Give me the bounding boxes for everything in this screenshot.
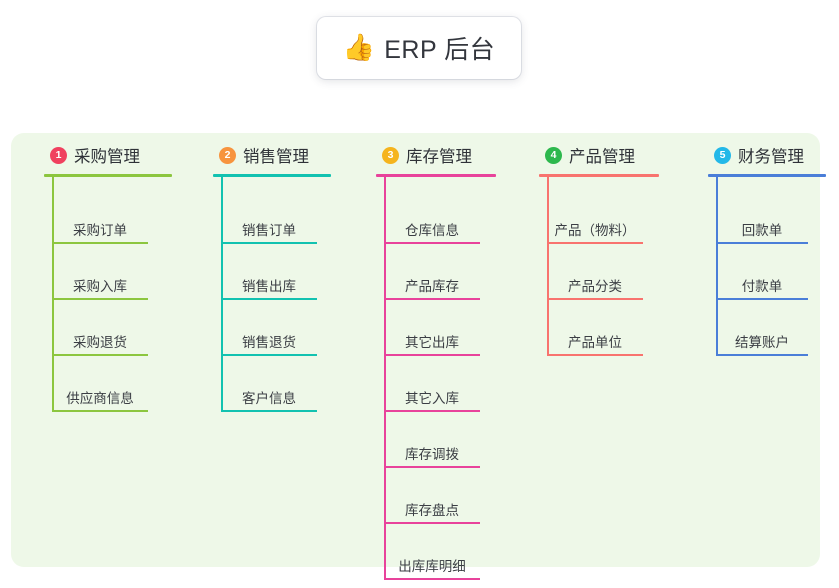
branch-item[interactable]: 仓库信息: [384, 188, 480, 244]
branch-item-label: 出库库明细: [398, 559, 466, 574]
branch-item[interactable]: 出库库明细: [384, 524, 480, 580]
branch-item-label: 产品单位: [568, 335, 622, 350]
branch-spine: [384, 177, 386, 580]
branch-item[interactable]: 其它入库: [384, 356, 480, 412]
branch-item-underline: [221, 242, 317, 244]
branch-header-1[interactable]: 1 采购管理: [26, 143, 140, 167]
branch-item-label: 销售出库: [242, 279, 296, 294]
branch-number-badge: 4: [545, 146, 562, 164]
branch-item-underline: [52, 410, 148, 412]
branch-item-label: 产品库存: [405, 279, 459, 294]
branch-item[interactable]: 销售订单: [221, 188, 317, 244]
branch-item-label: 产品分类: [568, 279, 622, 294]
branch-header-4[interactable]: 4 产品管理: [521, 143, 635, 167]
branch-item-label: 库存盘点: [405, 503, 459, 518]
branch-item-underline: [384, 522, 480, 524]
branch-item[interactable]: 采购入库: [52, 244, 148, 300]
branch-number-badge: 2: [219, 146, 236, 164]
branch-item-label: 库存调拨: [405, 447, 459, 462]
branch-item-label: 销售退货: [242, 335, 296, 350]
branch-item[interactable]: 库存盘点: [384, 468, 480, 524]
root-node-erp-backend[interactable]: 👍 ERP 后台: [317, 17, 521, 79]
branch-header-underline: [539, 174, 659, 177]
branch-item-underline: [384, 242, 480, 244]
branch-item[interactable]: 销售退货: [221, 300, 317, 356]
branch-columns: 1 采购管理采购订单采购入库采购退货供应商信息 2 销售管理销售订单销售出库销售退货客…: [11, 133, 826, 580]
branch-item-underline: [547, 354, 643, 356]
branch-item-underline: [547, 242, 643, 244]
branch-item[interactable]: 回款单: [716, 188, 808, 244]
branch-item-underline: [384, 354, 480, 356]
branch-number-badge: 3: [382, 146, 399, 164]
branch-item[interactable]: 采购退货: [52, 300, 148, 356]
branch-header-underline: [44, 174, 172, 177]
branch-header-underline: [708, 174, 826, 177]
thumbs-up-icon: 👍: [342, 33, 376, 63]
branch-item-underline: [221, 354, 317, 356]
branch-item-label: 客户信息: [242, 391, 296, 406]
branch-item-underline: [52, 354, 148, 356]
branch-spine: [52, 177, 54, 412]
branch-item[interactable]: 库存调拨: [384, 412, 480, 468]
branch-item[interactable]: 采购订单: [52, 188, 148, 244]
branch-item-label: 采购退货: [73, 335, 127, 350]
branch-item[interactable]: 产品（物料）: [547, 188, 643, 244]
branch-item[interactable]: 产品库存: [384, 244, 480, 300]
branch-item-underline: [384, 410, 480, 412]
branch-item-underline: [221, 410, 317, 412]
branch-item-underline: [716, 354, 808, 356]
branch-header-label: 库存管理: [406, 148, 472, 166]
branch-header-3[interactable]: 3 库存管理: [358, 143, 472, 167]
branch-number-badge: 1: [50, 146, 67, 164]
branch-item-label: 仓库信息: [405, 223, 459, 238]
branches-panel: [11, 133, 820, 567]
branch-item[interactable]: 产品分类: [547, 244, 643, 300]
branch-item-label: 产品（物料）: [554, 223, 636, 238]
branch-item[interactable]: 销售出库: [221, 244, 317, 300]
branch-item-label: 供应商信息: [66, 391, 134, 406]
branch-number-badge: 5: [714, 146, 731, 164]
branch-item[interactable]: 客户信息: [221, 356, 317, 412]
branch-item-label: 采购入库: [73, 279, 127, 294]
branch-header-label: 销售管理: [243, 148, 309, 166]
root-node-content: 👍 ERP 后台: [343, 30, 495, 66]
branch-item-underline: [221, 298, 317, 300]
branch-header-label: 财务管理: [738, 148, 804, 166]
branch-item-underline: [384, 578, 480, 580]
branch-header-underline: [376, 174, 496, 177]
branch-item-underline: [384, 298, 480, 300]
branch-item[interactable]: 供应商信息: [52, 356, 148, 412]
branch-item[interactable]: 产品单位: [547, 300, 643, 356]
branch-item-underline: [52, 242, 148, 244]
branch-header-2[interactable]: 2 销售管理: [195, 143, 309, 167]
branch-spine: [221, 177, 223, 412]
branch-header-5[interactable]: 5 财务管理: [690, 143, 804, 167]
branch-item-label: 其它出库: [405, 335, 459, 350]
branch-header-label: 产品管理: [569, 148, 635, 166]
branch-item-underline: [716, 242, 808, 244]
branch-spine: [547, 177, 549, 356]
branch-item-underline: [547, 298, 643, 300]
branch-item-label: 付款单: [741, 279, 783, 294]
branch-header-underline: [213, 174, 331, 177]
branch-item-label: 采购订单: [73, 223, 127, 238]
branch-spine: [716, 177, 718, 356]
branch-item[interactable]: 付款单: [716, 244, 808, 300]
branch-item-label: 其它入库: [405, 391, 459, 406]
branch-item-underline: [52, 298, 148, 300]
branch-item-underline: [716, 298, 808, 300]
branch-header-label: 采购管理: [74, 148, 140, 166]
root-node-title: ERP 后台: [384, 36, 496, 64]
branch-item[interactable]: 其它出库: [384, 300, 480, 356]
branch-item-label: 结算账户: [735, 335, 789, 350]
branch-item[interactable]: 结算账户: [716, 300, 808, 356]
branch-item-label: 销售订单: [242, 223, 296, 238]
branch-item-underline: [384, 466, 480, 468]
branch-item-label: 回款单: [741, 223, 783, 238]
